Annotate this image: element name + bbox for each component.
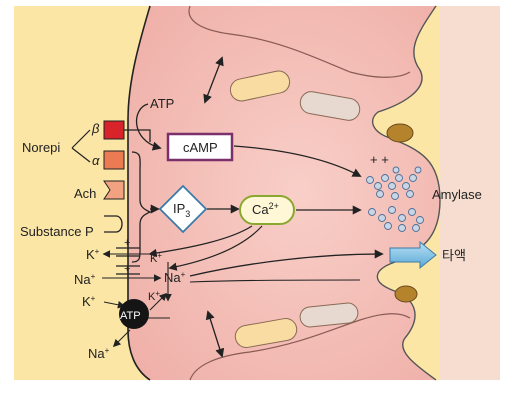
organelle-top-1	[229, 70, 291, 102]
atp-pump-label: ATP	[120, 310, 141, 322]
channel-plus-2: +	[124, 263, 130, 275]
apical-membrane	[371, 5, 441, 381]
na-ion-label-2: Na+	[164, 270, 186, 285]
secretion-arrow	[389, 240, 437, 270]
ion-channel-marks	[116, 247, 140, 275]
camp-to-exocytosis-arrow	[233, 145, 362, 177]
beta-label: β	[91, 121, 100, 136]
secretory-vesicles	[366, 166, 424, 232]
calcium-box	[239, 195, 295, 225]
ach-label: Ach	[74, 186, 96, 201]
na-ion-label-3: Na+	[88, 346, 110, 361]
alpha-label: α	[92, 153, 100, 168]
calcium-label: Ca2+	[252, 201, 279, 217]
bottom-double-arrow	[205, 310, 225, 358]
camp-label: cAMP	[183, 140, 218, 155]
alpha-receptor	[103, 150, 125, 170]
beta-receptor	[103, 120, 125, 140]
k-ion-label-2: K+	[150, 251, 162, 265]
k-in-arrow	[103, 301, 126, 309]
lower-lateral-fold	[189, 313, 411, 381]
atp-to-camp-arrow	[135, 103, 162, 151]
organelle-bottom-1	[234, 318, 298, 348]
norepi-label: Norepi	[22, 140, 60, 155]
charge-plus-plus: + +	[370, 152, 389, 167]
upper-lateral-fold	[188, 5, 411, 78]
atp-top-label: ATP	[150, 96, 174, 111]
basolateral-membrane	[127, 5, 151, 381]
na-ion-label-1: Na+	[74, 272, 96, 287]
substance-p-label: Substance P	[20, 224, 94, 239]
k-ion-label-1: K+	[86, 247, 100, 262]
amylase-label: Amylase	[432, 187, 482, 202]
na-to-secretion-arrow	[189, 249, 384, 277]
ip3-diamond	[158, 184, 208, 234]
substance-p-receptor	[104, 215, 123, 233]
beta-to-camp-line	[124, 129, 151, 142]
secretion-label: 타액	[442, 248, 466, 263]
k-ion-label-3: K+	[82, 294, 96, 309]
k-ion-label-4: K+	[148, 289, 160, 303]
ach-receptor	[103, 180, 125, 200]
pump-to-k-arrow	[149, 292, 168, 311]
lumen	[440, 6, 500, 380]
channel-plus-1: +	[124, 237, 130, 249]
calcium-to-na-arrow	[168, 225, 263, 271]
junction-granule-top	[386, 123, 414, 143]
organelle-top-2	[299, 91, 361, 121]
na-apical-arrow	[189, 279, 361, 283]
receptor-brace	[131, 151, 152, 263]
atp-pump	[119, 299, 149, 329]
organelle-bottom-2	[299, 302, 359, 328]
top-double-arrow	[203, 56, 224, 104]
calcium-to-k-channel-arrow	[148, 225, 253, 258]
camp-box	[166, 132, 234, 162]
na-out-arrow	[112, 329, 131, 348]
ip3-label: IP3	[173, 201, 190, 219]
norepi-bracket	[71, 129, 91, 163]
junction-granule-bottom	[394, 285, 418, 303]
